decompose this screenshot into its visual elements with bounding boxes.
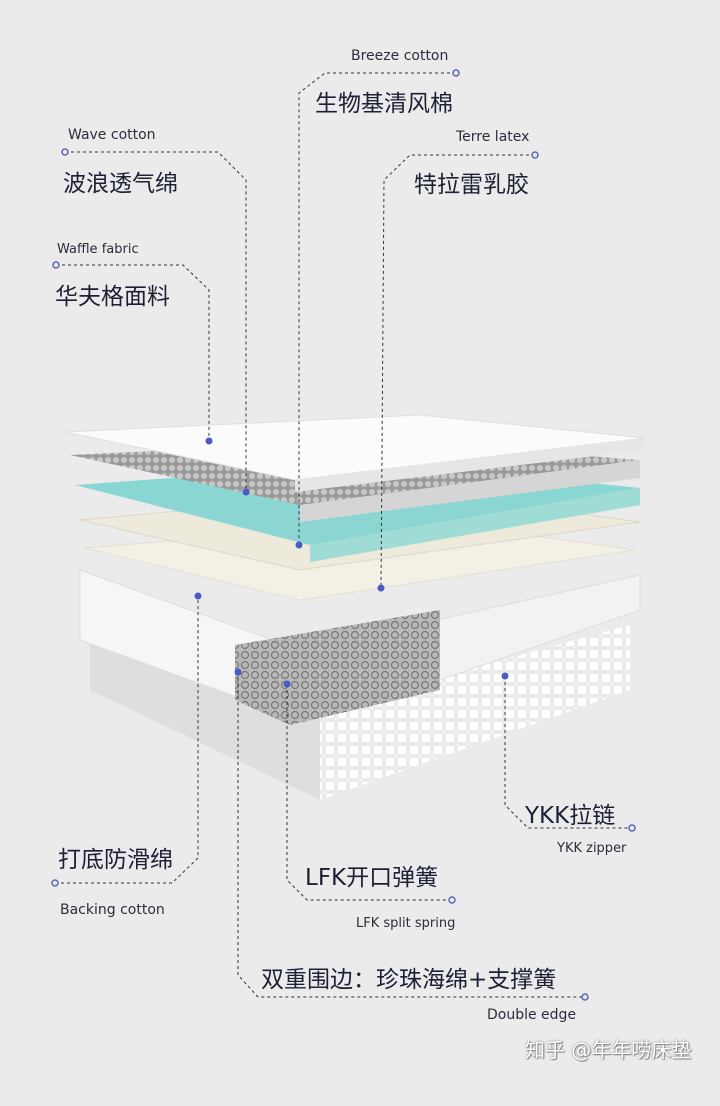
mattress-layers — [64, 414, 646, 601]
label-lfk-cn: LFK开口弹簧 — [305, 865, 439, 891]
label-waffle-en: Waffle fabric — [57, 242, 139, 257]
endpoint-circles — [51, 69, 636, 1001]
label-double-edge-cn: 双重围边：珍珠海绵+支撑簧 — [261, 967, 557, 993]
label-wave-en: Wave cotton — [68, 127, 156, 143]
label-backing-cn: 打底防滑绵 — [58, 847, 173, 873]
watermark: 知乎 @年年唠床垫 — [525, 1038, 692, 1062]
label-lfk-en: LFK split spring — [356, 916, 456, 931]
label-terre-en: Terre latex — [456, 129, 530, 145]
label-breeze-en: Breeze cotton — [351, 48, 449, 64]
label-waffle-cn: 华夫格面料 — [55, 284, 170, 310]
layer-dots — [194, 437, 509, 688]
label-wave-cn: 波浪透气绵 — [63, 171, 178, 197]
label-ykk-cn: YKK拉链 — [525, 803, 616, 829]
label-breeze-cn: 生物基清风棉 — [315, 91, 453, 117]
label-backing-en: Backing cotton — [60, 902, 165, 918]
label-terre-cn: 特拉雷乳胶 — [414, 172, 529, 198]
mattress-base — [79, 569, 641, 800]
label-double-edge-en: Double edge — [487, 1007, 577, 1023]
label-ykk-en: YKK zipper — [557, 841, 627, 856]
leader-lines — [55, 72, 632, 998]
